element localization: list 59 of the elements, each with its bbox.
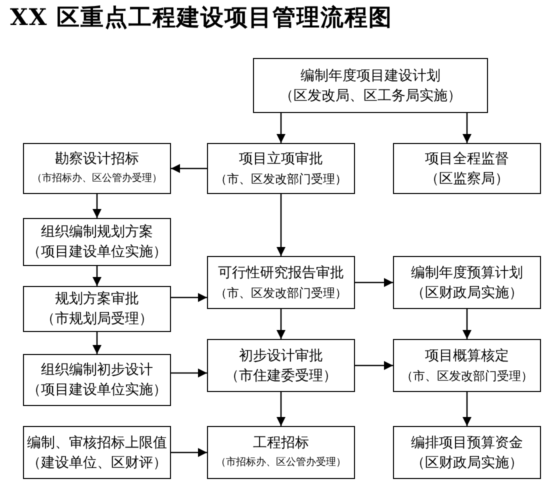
arrow	[462, 392, 472, 426]
responsible-unit: （项目建设单位实施）	[27, 381, 167, 400]
responsible-unit: （建设单位、区财评）	[27, 454, 167, 472]
step-title: 工程招标	[253, 434, 309, 452]
process-box	[393, 426, 541, 479]
step-title: 组织编制规划方案	[41, 223, 153, 242]
responsible-unit: （区发改局、区工务局实施）	[280, 86, 462, 106]
process-box	[207, 426, 355, 479]
arrow	[92, 332, 102, 354]
step-title: 编制年度项目建设计划	[300, 66, 440, 86]
arrow	[171, 448, 207, 457]
arrow	[276, 113, 286, 143]
responsible-unit: （市、区发改部门受理）	[215, 284, 347, 302]
arrow	[355, 361, 393, 370]
step-title: 编排项目预算资金	[411, 434, 523, 452]
process-box	[207, 256, 355, 309]
arrow	[171, 368, 207, 378]
responsible-unit: （市、区发改部门受理）	[215, 170, 347, 188]
step-title: 编制、审核招标上限值	[27, 434, 167, 452]
arrow	[171, 293, 207, 302]
process-box	[23, 218, 171, 266]
arrow	[276, 194, 286, 256]
step-title: 规划方案审批	[55, 290, 139, 309]
process-box	[393, 256, 541, 309]
responsible-unit: （区财政局实施）	[411, 454, 523, 472]
diagram-title: XX 区重点工程建设项目管理流程图	[10, 3, 393, 33]
step-title: 项目全程监督	[425, 150, 509, 168]
process-box	[393, 339, 541, 392]
process-box	[393, 143, 541, 194]
step-title: 项目立项审批	[239, 150, 323, 168]
step-title: 初步设计审批	[239, 346, 323, 366]
responsible-unit: （市招标办、区公管办受理）	[216, 456, 346, 470]
step-title: 组织编制初步设计	[41, 361, 153, 380]
step-title: 可行性研究报告审批	[218, 264, 344, 282]
responsible-unit: （区财政局实施）	[411, 284, 523, 302]
process-box	[207, 143, 355, 194]
responsible-unit: （市招标办、区公管办受理）	[32, 172, 162, 186]
responsible-unit: （市住建委受理）	[225, 366, 337, 386]
process-box	[253, 58, 488, 113]
step-title: 项目概算核定	[425, 346, 509, 366]
responsible-unit: （项目建设单位实施）	[27, 243, 167, 262]
arrow	[276, 309, 286, 339]
process-box	[23, 426, 171, 479]
step-title: 勘察设计招标	[55, 150, 139, 168]
process-box	[207, 339, 355, 392]
arrow	[92, 194, 102, 218]
arrow	[276, 392, 286, 426]
arrow	[462, 113, 472, 143]
arrow	[355, 278, 393, 287]
arrow	[462, 309, 472, 339]
process-box	[23, 143, 171, 194]
arrow	[171, 164, 207, 173]
step-title: 编制年度预算计划	[411, 264, 523, 282]
responsible-unit: （区监察局）	[425, 170, 509, 188]
process-box	[23, 354, 171, 406]
responsible-unit: （市规划局受理）	[41, 310, 153, 329]
responsible-unit: （市、区发改部门受理）	[401, 368, 533, 384]
arrow	[92, 266, 102, 286]
process-box	[23, 286, 171, 332]
